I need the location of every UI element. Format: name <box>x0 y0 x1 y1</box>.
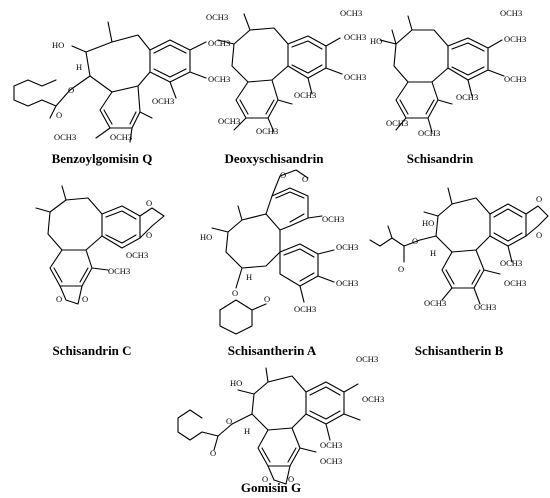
substituent-och3: OCH3 <box>336 278 358 288</box>
substituent-o: O <box>536 230 542 240</box>
substituent-och3: OCH3 <box>456 92 478 102</box>
caption-gomisin-g: Gomisin G <box>240 480 302 495</box>
substituent-och3: OCH3 <box>108 266 130 276</box>
substituent-o: O <box>146 198 152 208</box>
substituent-och3: OCH3 <box>418 128 440 138</box>
substituent-och3: OCH3 <box>386 118 408 128</box>
substituent-och3: OCH3 <box>208 38 230 48</box>
substituent-o: O <box>302 174 308 184</box>
substituent-ho: HO <box>52 40 64 50</box>
substituent-h: H <box>76 62 82 72</box>
substituent-h: H <box>244 426 250 436</box>
substituent-o: O <box>398 264 404 274</box>
caption-schisantherin-b: Schisantherin B <box>414 343 504 358</box>
substituent-och3: OCH3 <box>54 132 76 142</box>
substituent-och3: OCH3 <box>504 34 526 44</box>
substituent-och3: OCH3 <box>344 32 366 42</box>
substituent-o: O <box>264 294 270 304</box>
substituent-och3: OCH3 <box>344 72 366 82</box>
caption-schisandrin-c: Schisandrin C <box>52 343 132 358</box>
substituent-och3: OCH3 <box>340 8 362 18</box>
substituent-o: O <box>280 170 286 180</box>
substituent-och3: OCH3 <box>500 258 522 268</box>
substituent-o: O <box>210 448 216 458</box>
substituent-ho: HO <box>422 218 434 228</box>
substituent-och3: OCH3 <box>424 298 446 308</box>
substituent-o: O <box>536 194 542 204</box>
substituent-och3: OCH3 <box>474 302 496 312</box>
substituent-och3: OCH3 <box>320 456 342 466</box>
caption-schisandrin: Schisandrin <box>406 151 474 166</box>
substituent-h: H <box>430 248 436 258</box>
substituent-o: O <box>56 294 62 304</box>
substituent-ho: HO <box>230 378 242 388</box>
substituent-och3: OCH3 <box>294 304 316 314</box>
substituent-och3: OCH3 <box>362 394 384 404</box>
caption-schisantherin-a: Schisantherin A <box>227 343 317 358</box>
substituent-och3: OCH3 <box>320 440 342 450</box>
substituent-och3: OCH3 <box>110 132 132 142</box>
substituent-h: H <box>246 272 252 282</box>
substituent-och3: OCH3 <box>504 74 526 84</box>
substituent-och3: OCH3 <box>322 214 344 224</box>
substituent-o: O <box>56 110 62 120</box>
substituent-o: O <box>226 416 232 426</box>
substituent-ho: HO <box>200 232 212 242</box>
substituent-och3: OCH3 <box>256 126 278 136</box>
caption-benzoylgomisin-q: Benzoylgomisin Q <box>51 151 153 166</box>
substituent-o: O <box>146 230 152 240</box>
substituent-och3: OCH3 <box>206 12 228 22</box>
substituent-och3: OCH3 <box>336 242 358 252</box>
substituent-och3: OCH3 <box>208 74 230 84</box>
caption-deoxyschisandrin: Deoxyschisandrin <box>224 151 324 166</box>
substituent-och3: OCH3 <box>500 8 522 18</box>
substituent-o: O <box>288 474 294 484</box>
substituent-o: O <box>262 474 268 484</box>
substituent-o: O <box>232 288 238 298</box>
substituent-och3: OCH3 <box>504 278 526 288</box>
substituent-o: O <box>82 294 88 304</box>
substituent-och3: OCH3 <box>218 116 240 126</box>
substituent-och3: OCH3 <box>294 90 316 100</box>
substituent-och3: OCH3 <box>126 250 148 260</box>
substituent-och3: OCH3 <box>356 354 378 364</box>
substituent-och3: OCH3 <box>152 96 174 106</box>
substituent-ho: HO <box>370 36 382 46</box>
substituent-o: O <box>68 85 74 95</box>
substituent-o: O <box>412 236 418 246</box>
